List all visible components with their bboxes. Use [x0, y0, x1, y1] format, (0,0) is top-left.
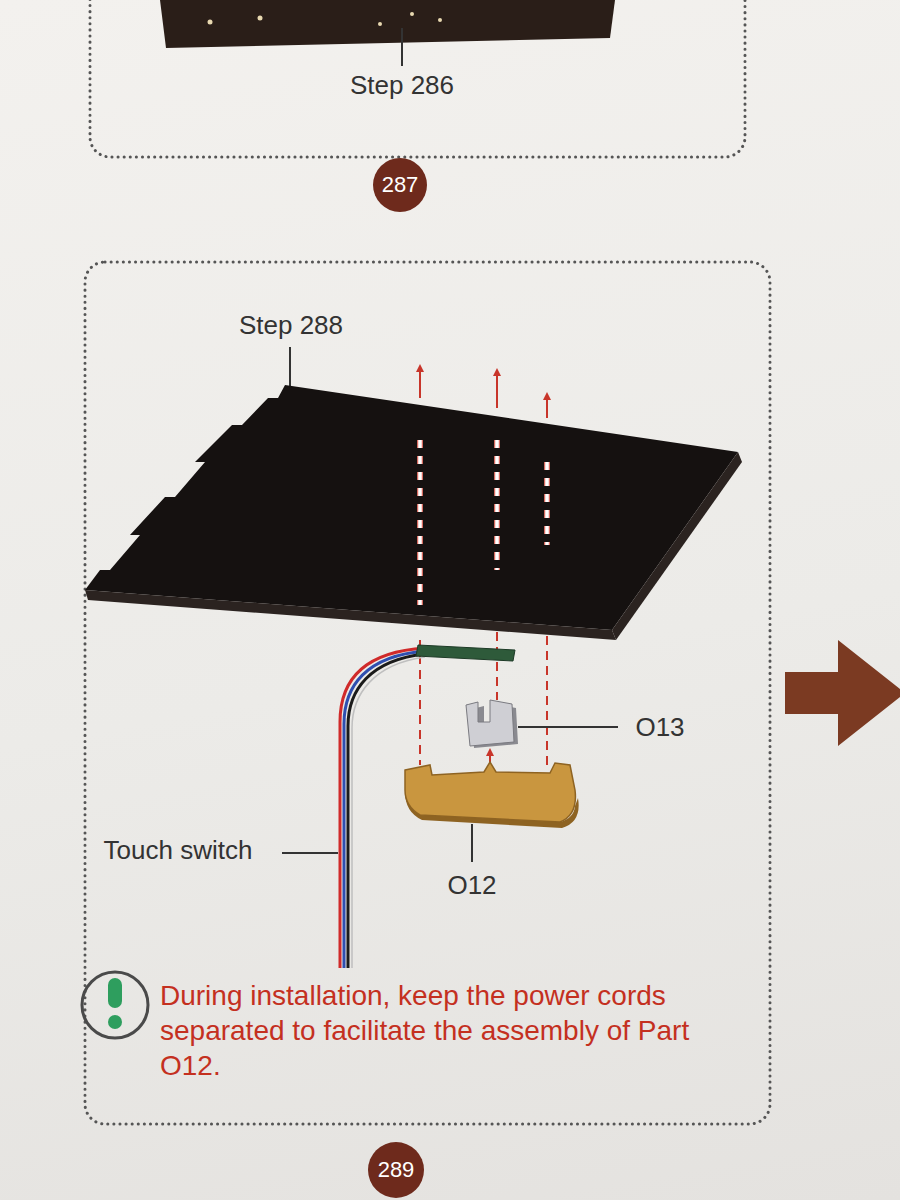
- leader-line: [518, 726, 618, 728]
- guide-lines: [420, 368, 547, 770]
- part-label: O13: [635, 713, 684, 743]
- touch-switch-board: [416, 645, 515, 661]
- leader-line: [471, 824, 473, 862]
- leader-line: [401, 28, 403, 66]
- step-label: Step 286: [350, 71, 454, 101]
- part-o13: [466, 700, 518, 748]
- warning-icon: [82, 972, 148, 1038]
- board-edge: [85, 590, 616, 640]
- step-number: 287: [382, 172, 419, 198]
- board-dots: [208, 12, 443, 26]
- step-number-badge: 289: [367, 1141, 425, 1199]
- leader-line: [282, 852, 338, 854]
- leader-line: [289, 347, 291, 392]
- step-number: 289: [378, 1157, 415, 1183]
- dotted-panel: [85, 262, 770, 1124]
- guide-lines-through-board: [420, 440, 547, 605]
- dotted-panel: [90, 0, 745, 157]
- board-part: [160, 0, 615, 48]
- badge-circle-shape: [368, 1142, 424, 1198]
- next-arrow: [785, 640, 900, 746]
- board-edge: [612, 452, 742, 640]
- step-number-badge: 287: [372, 157, 428, 213]
- part-label: Touch switch: [104, 836, 253, 866]
- badge-circle-shape: [373, 158, 427, 212]
- part-label: O12: [447, 871, 496, 901]
- warning-note: During installation, keep the power cord…: [160, 978, 750, 1083]
- step-label: Step 288: [239, 311, 343, 341]
- part-o12: [405, 762, 579, 828]
